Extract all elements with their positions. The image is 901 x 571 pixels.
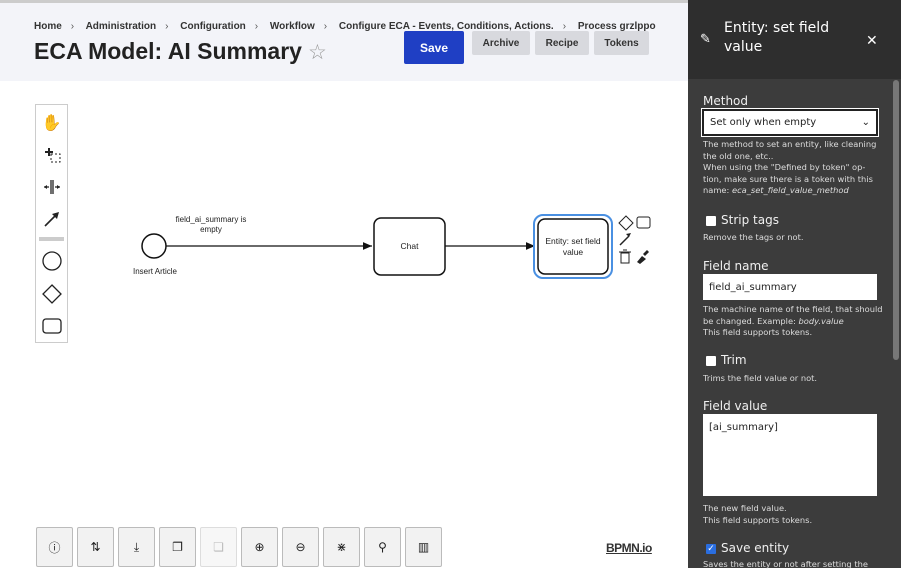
hand-tool-icon[interactable]: ✋ <box>41 115 62 132</box>
method-desc-1: The method to set an entity, like cleani… <box>703 139 877 161</box>
field-name-description: The machine name of the field, that shou… <box>703 304 883 339</box>
field-value-textarea[interactable]: [ai_summary] <box>703 414 877 496</box>
zoom-in-icon[interactable]: ⊕ <box>241 527 278 567</box>
fit-icon[interactable]: ⋇ <box>323 527 360 567</box>
duplicate-icon[interactable]: ❐ <box>159 527 196 567</box>
method-desc-token: eca_set_field_value_method <box>731 185 849 195</box>
field-value-description: The new field value.This field supports … <box>703 503 883 526</box>
palette-separator <box>39 237 64 241</box>
recipe-button[interactable]: Recipe <box>535 31 589 55</box>
strip-tags-description: Remove the tags or not. <box>703 232 804 242</box>
selection-outline <box>533 214 613 279</box>
strip-tags-checkbox[interactable] <box>706 216 716 226</box>
method-desc-2: When using the "Defined by token" op-tio… <box>703 162 873 195</box>
delete-icon[interactable] <box>619 249 631 264</box>
page-title: ECA Model: AI Summary☆ <box>34 38 327 65</box>
field-name-input[interactable]: field_ai_summary <box>703 274 877 300</box>
start-event-label: Insert Article <box>132 267 177 276</box>
field-name-label: Field name <box>703 259 769 273</box>
trim-label: Trim <box>721 353 747 367</box>
lasso-tool-icon[interactable] <box>36 141 67 169</box>
info-icon[interactable]: ⓘ <box>36 527 73 567</box>
properties-panel: ✎ Entity: set field value ✕ Method Set o… <box>688 0 901 569</box>
bpmn-io-logo[interactable]: BPMN.io <box>606 541 652 555</box>
method-description: The method to set an entity, like cleani… <box>703 139 883 197</box>
zoom-out-icon[interactable]: ⊖ <box>282 527 319 567</box>
breadcrumb-process[interactable]: Process grzlppo <box>577 21 656 32</box>
breadcrumb-configuration[interactable]: Configuration <box>180 21 246 32</box>
connect-icon[interactable] <box>619 235 630 246</box>
download-icon[interactable]: ⤓ <box>118 527 155 567</box>
breadcrumb: Home› Administration› Configuration› Wor… <box>34 21 656 32</box>
archive-button[interactable]: Archive <box>472 31 530 55</box>
trim-checkbox[interactable] <box>706 356 716 366</box>
tool-palette: ✋ <box>35 104 68 343</box>
condition-label: field_ai_summary is empty <box>175 215 247 234</box>
task-chat-label: Chat <box>400 241 419 251</box>
minimap-icon[interactable]: ▥ <box>405 527 442 567</box>
task-label-line1: Entity: set field <box>545 236 601 246</box>
space-tool-icon[interactable] <box>36 173 67 201</box>
strip-tags-label: Strip tags <box>721 213 779 227</box>
append-gateway-icon[interactable] <box>618 215 634 231</box>
panel-header: ✎ Entity: set field value ✕ <box>688 0 901 79</box>
method-label: Method <box>703 94 749 108</box>
connect-tool-icon[interactable] <box>36 205 67 233</box>
layout-icon[interactable]: ⇅ <box>77 527 114 567</box>
start-event[interactable] <box>141 233 167 259</box>
save-entity-description: Saves the entity or not after setting th… <box>703 559 868 569</box>
breadcrumb-workflow[interactable]: Workflow <box>269 21 315 32</box>
field-value-label: Field value <box>703 399 768 413</box>
paste-icon[interactable]: ❏ <box>200 527 237 567</box>
star-icon[interactable]: ☆ <box>307 41 327 64</box>
panel-title: Entity: set field value <box>724 20 830 55</box>
save-entity-checkbox[interactable]: ✓ <box>706 544 716 554</box>
task-label-line2: value <box>562 247 584 257</box>
breadcrumb-administration[interactable]: Administration <box>85 21 157 32</box>
task-set-field-value[interactable] <box>537 218 609 275</box>
pencil-icon: ✎ <box>700 32 711 47</box>
save-button[interactable]: Save <box>404 31 464 64</box>
field-name-example: body.value <box>798 315 844 326</box>
start-event-icon[interactable] <box>36 247 67 275</box>
append-task-icon[interactable] <box>636 216 651 229</box>
task-icon[interactable] <box>36 312 67 340</box>
field-name-desc: The machine name of the field, that shou… <box>703 304 883 326</box>
tokens-button[interactable]: Tokens <box>594 31 649 55</box>
field-value-desc-1: The new field value. <box>703 503 787 513</box>
close-icon[interactable]: ✕ <box>866 33 878 49</box>
chevron-down-icon: ⌄ <box>861 117 870 128</box>
gateway-icon[interactable] <box>36 280 67 308</box>
field-name-tokens: This field supports tokens. <box>703 327 813 337</box>
save-entity-label: Save entity <box>721 541 790 555</box>
bpmn-canvas[interactable] <box>0 81 688 521</box>
breadcrumb-home[interactable]: Home <box>34 21 62 32</box>
method-select[interactable]: Set only when empty ⌄ <box>701 108 879 137</box>
field-value-desc-2: This field supports tokens. <box>703 514 813 525</box>
page-title-text: ECA Model: AI Summary <box>34 38 302 64</box>
breadcrumb-configure-eca[interactable]: Configure ECA - Events, Conditions, Acti… <box>338 21 554 32</box>
color-picker-icon[interactable] <box>637 250 649 264</box>
search-icon[interactable]: ⚲ <box>364 527 401 567</box>
trim-description: Trims the field value or not. <box>703 373 818 383</box>
panel-scrollbar[interactable] <box>893 80 899 360</box>
method-value: Set only when empty <box>710 117 817 128</box>
